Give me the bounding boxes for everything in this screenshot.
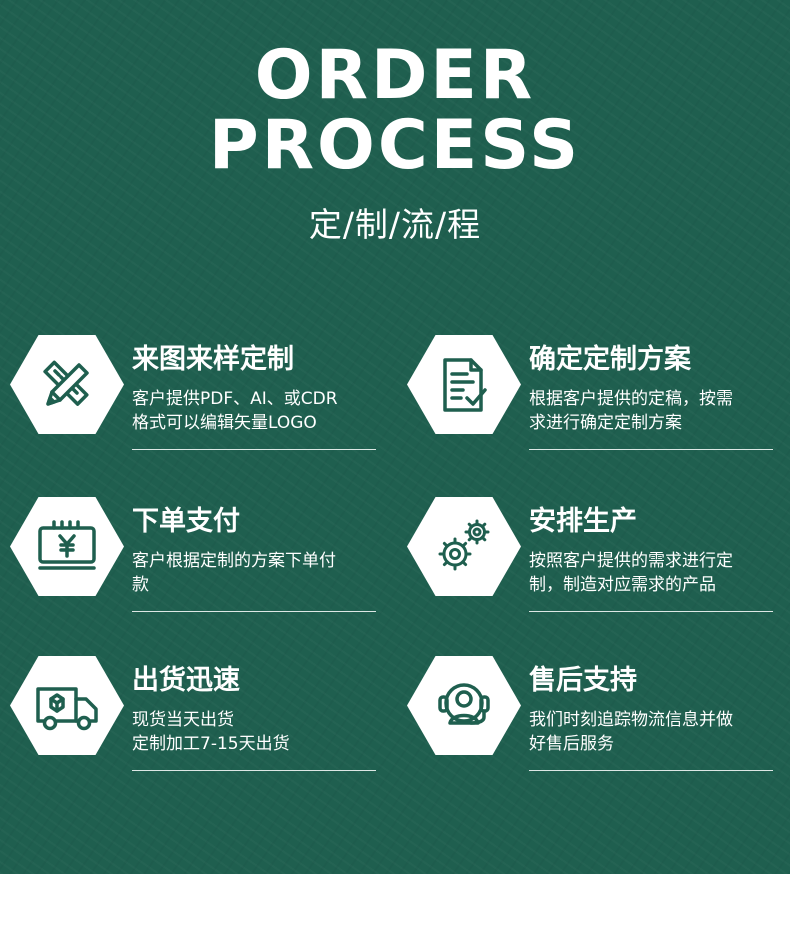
delivery-truck-icon <box>36 686 98 730</box>
hexagon-badge <box>407 656 521 755</box>
step-production: 安排生产 按照客户提供的需求进行定 制，制造对应需求的产品 <box>397 497 787 627</box>
headset-support-icon <box>438 682 490 725</box>
pencil-ruler-icon <box>43 360 89 406</box>
step-title: 确定定制方案 <box>529 344 691 375</box>
yuan-payment-icon <box>38 519 96 570</box>
hexagon-badge <box>10 656 124 755</box>
step-description: 现货当天出货 定制加工7-15天出货 <box>132 708 377 756</box>
description-line: 定制加工7-15天出货 <box>132 734 290 754</box>
divider <box>529 449 773 450</box>
description-line: 格式可以编辑矢量LOGO <box>132 413 317 433</box>
description-line: 按照客户提供的需求进行定 <box>529 551 733 571</box>
title-order: ORDER <box>254 36 536 115</box>
description-line: 现货当天出货 <box>132 710 234 730</box>
description-line: 客户提供PDF、AI、或CDR <box>132 389 338 409</box>
step-title: 安排生产 <box>529 506 637 537</box>
step-title: 来图来样定制 <box>132 344 294 375</box>
step-description: 按照客户提供的需求进行定 制，制造对应需求的产品 <box>529 549 774 597</box>
step-description: 客户根据定制的方案下单付 款 <box>132 549 377 597</box>
divider <box>529 770 773 771</box>
hexagon-badge <box>407 497 521 596</box>
hexagon-badge <box>10 335 124 434</box>
description-line: 客户根据定制的方案下单付 <box>132 551 336 571</box>
subtitle: 定/制/流/程 <box>308 205 482 244</box>
description-line: 好售后服务 <box>529 734 614 754</box>
divider <box>132 611 376 612</box>
step-payment: 下单支付 客户根据定制的方案下单付 款 <box>0 497 390 627</box>
order-process-banner: ORDER PROCESS 定/制/流/程 来图来样定制 客户提供PDF、AI、… <box>0 0 790 874</box>
hexagon-badge <box>407 335 521 434</box>
step-confirm-plan: 确定定制方案 根据客户提供的定稿，按需 求进行确定定制方案 <box>397 335 787 465</box>
step-fast-delivery: 出货迅速 现货当天出货 定制加工7-15天出货 <box>0 656 390 786</box>
step-title: 下单支付 <box>132 506 240 537</box>
description-line: 制，制造对应需求的产品 <box>529 575 716 595</box>
step-custom-sample: 来图来样定制 客户提供PDF、AI、或CDR 格式可以编辑矢量LOGO <box>0 335 390 465</box>
step-description: 我们时刻追踪物流信息并做 好售后服务 <box>529 708 774 756</box>
step-description: 根据客户提供的定稿，按需 求进行确定定制方案 <box>529 387 774 435</box>
divider <box>132 449 376 450</box>
step-description: 客户提供PDF、AI、或CDR 格式可以编辑矢量LOGO <box>132 387 377 435</box>
description-line: 款 <box>132 575 149 595</box>
step-title: 出货迅速 <box>132 665 240 696</box>
step-title: 售后支持 <box>529 665 637 696</box>
description-line: 求进行确定定制方案 <box>529 413 682 433</box>
title-process: PROCESS <box>208 106 582 185</box>
document-check-icon <box>443 357 487 412</box>
divider <box>132 770 376 771</box>
step-after-sales: 售后支持 我们时刻追踪物流信息并做 好售后服务 <box>397 656 787 786</box>
hexagon-badge <box>10 497 124 596</box>
description-line: 根据客户提供的定稿，按需 <box>529 389 733 409</box>
description-line: 我们时刻追踪物流信息并做 <box>529 710 733 730</box>
divider <box>529 611 773 612</box>
gears-icon <box>438 519 490 570</box>
